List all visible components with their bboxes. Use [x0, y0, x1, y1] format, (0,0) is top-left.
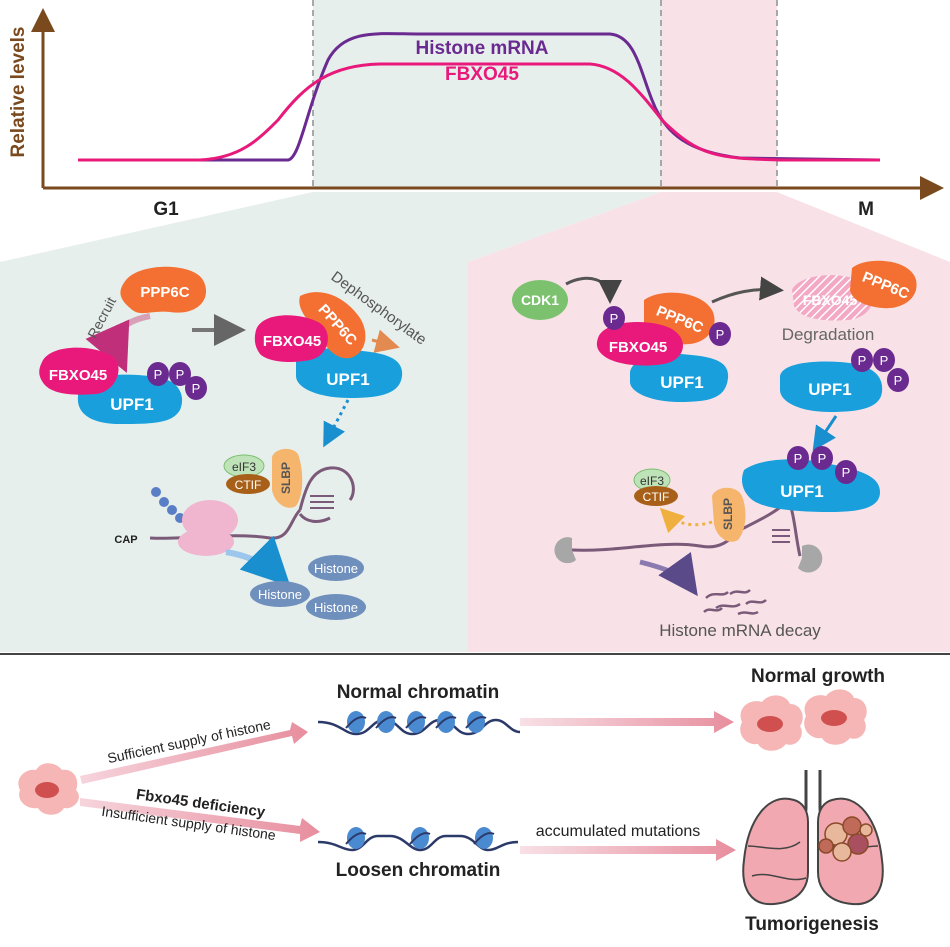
tumorigenesis-label: Tumorigenesis: [745, 914, 879, 935]
origin-cell: [18, 763, 79, 815]
normal-cells: [740, 689, 867, 751]
phospho-label: P: [716, 327, 725, 342]
slbp-label: SLBP: [279, 462, 293, 494]
phase-label-g1: G1: [153, 199, 179, 220]
ctif-label: CTIF: [235, 478, 262, 492]
g2-phosphorylation: CDK1 UPF1 PPP6C FBXO45 P P FBXO45 PPP6C …: [512, 260, 917, 402]
y-axis-label: Relative levels: [8, 27, 29, 158]
loosen-chromatin-fiber: [317, 827, 519, 852]
tumorigenesis-arrow: [520, 839, 736, 861]
ppp6c-label: PPP6C: [140, 284, 189, 301]
normal-growth-label: Normal growth: [751, 666, 885, 687]
ctif-label: CTIF: [643, 490, 670, 504]
phospho-label: P: [794, 451, 803, 466]
cap-label: CAP: [114, 534, 137, 546]
outcome-panel: Sufficient supply of histone Fbxo45 defi…: [18, 666, 885, 935]
fbxo45-label: FBXO45: [263, 333, 321, 350]
histone-mrna-translation: CAP eIF3 CTIF SLBP Histone Histone Histo…: [114, 448, 366, 620]
phospho-label: P: [154, 367, 163, 382]
loosen-chromatin-label: Loosen chromatin: [336, 860, 501, 881]
cdk1-label: CDK1: [521, 292, 559, 308]
fbxo45-degraded-label: FBXO45: [803, 292, 858, 308]
upf1-label: UPF1: [326, 370, 369, 389]
tumor-mass: [818, 816, 873, 862]
eif3-label: eIF3: [640, 474, 664, 488]
s-phase-band: [313, 0, 661, 188]
phospho-label: P: [818, 451, 827, 466]
phase-label-m: M: [858, 199, 874, 220]
phospho-label: P: [858, 353, 867, 368]
g2-phase-band: [661, 0, 777, 188]
upf1-label: UPF1: [808, 380, 851, 399]
upf1-label: UPF1: [780, 482, 823, 501]
g2-transition-arrow: [812, 415, 838, 451]
decay-fragments: [703, 589, 767, 616]
s-phase-active-complex: UPF1 PPP6C FBXO45 Dephosphorylate: [254, 268, 430, 398]
fbxo45-label: FBXO45: [49, 367, 107, 384]
g2-phospho-upf1: UPF1 P P P: [780, 348, 909, 412]
histone-label: Histone: [314, 561, 358, 576]
slbp-label: SLBP: [721, 498, 735, 530]
phospho-label: P: [176, 367, 185, 382]
sufficient-arrow: [80, 722, 308, 784]
phospho-label: P: [842, 465, 851, 480]
decay-label: Histone mRNA decay: [659, 621, 821, 640]
lungs-illustration: [742, 770, 884, 906]
phospho-label: P: [880, 353, 889, 368]
phospho-label: P: [610, 311, 619, 326]
degradation-label: Degradation: [782, 325, 875, 344]
normal-chromatin-fiber: [317, 711, 521, 736]
eif3-label: eIF3: [232, 460, 256, 474]
dotted-transition-arrow: [323, 399, 350, 448]
fbxo45-label: FBXO45: [609, 339, 667, 356]
insufficient-arrow: [80, 798, 320, 842]
histone-label: Histone: [314, 600, 358, 615]
phospho-label: P: [894, 373, 903, 388]
ribosome-small: [178, 528, 234, 556]
histone-mrna-label: Histone mRNA: [415, 38, 548, 59]
normal-chromatin-label: Normal chromatin: [337, 682, 500, 703]
upf1-label: UPF1: [660, 373, 703, 392]
g2-mrna-decay: UPF1 P P P SLBP eIF3 CTIF Histone mRNA d…: [554, 446, 880, 640]
upf1-label: UPF1: [110, 395, 153, 414]
accumulated-mutations-label: accumulated mutations: [536, 823, 701, 840]
histone-mrna-curve: [78, 32, 881, 162]
normal-growth-arrow: [520, 711, 734, 733]
phase-chart: Relative levels G1 S G2 M Histone mRNA F…: [8, 0, 944, 220]
phospho-label: P: [192, 381, 201, 396]
fbxo45-label: FBXO45: [445, 64, 519, 85]
fbxo45-curve: [78, 62, 880, 162]
histone-label: Histone: [258, 587, 302, 602]
